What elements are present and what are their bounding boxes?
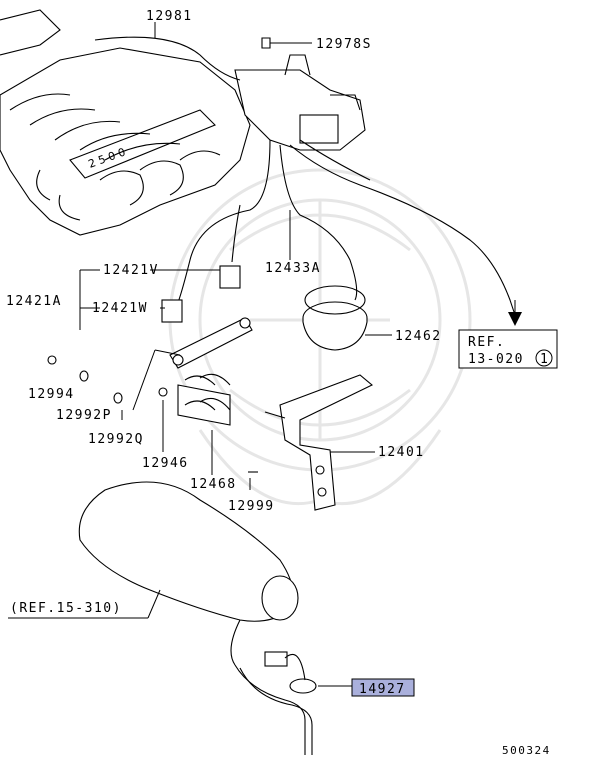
label-14927: 14927 (359, 682, 406, 697)
ref-box-title: REF. (468, 335, 505, 350)
diagram-id: 500324 (502, 744, 551, 757)
grommet-12992q (113, 392, 123, 404)
bracket-12401 (279, 374, 374, 511)
clamp-assembly-12468 (177, 373, 231, 426)
sensor-14927 (234, 651, 317, 755)
air-intake-duct (78, 481, 299, 666)
leader-lines (8, 22, 522, 687)
ref-box-circle: 1 (540, 352, 548, 367)
label-12946: 12946 (142, 456, 189, 471)
label-12462: 12462 (395, 329, 442, 344)
label-12401: 12401 (378, 445, 425, 460)
bolt-12978s (261, 37, 271, 49)
nut-12946 (158, 387, 168, 397)
arrow-down-icon (508, 312, 522, 326)
screw-a (264, 411, 286, 419)
label-12421a: 12421A (6, 294, 62, 309)
connector-12421w (161, 299, 183, 323)
canister-12462 (302, 285, 368, 351)
ref-box-number: 13-020 (468, 352, 524, 367)
ref-15-310: (REF.15-310) (10, 601, 122, 616)
label-12981: 12981 (146, 9, 193, 24)
clip-12994 (47, 355, 57, 365)
label-12468: 12468 (190, 477, 237, 492)
label-12421v: 12421V (103, 263, 159, 278)
bracket-hole-a (239, 317, 251, 329)
intake-manifold: 2 5 0 0 (0, 9, 251, 236)
label-12433a: 12433A (265, 261, 321, 276)
label-12992q: 12992Q (88, 432, 144, 447)
label-12994: 12994 (28, 387, 75, 402)
label-12999: 12999 (228, 499, 275, 514)
label-12421w: 12421W (92, 301, 148, 316)
highlight-14927 (351, 678, 415, 697)
grommet-12992p (79, 370, 89, 382)
vacuum-hoses (94, 36, 516, 316)
connector-12421v (219, 265, 241, 289)
throttle-body (234, 54, 366, 151)
label-12992p: 12992P (56, 408, 112, 423)
bracket-hole-b (172, 354, 184, 366)
label-12978s: 12978S (316, 37, 372, 52)
ref-box-13-020: REF. 13-020 1 (458, 329, 558, 369)
